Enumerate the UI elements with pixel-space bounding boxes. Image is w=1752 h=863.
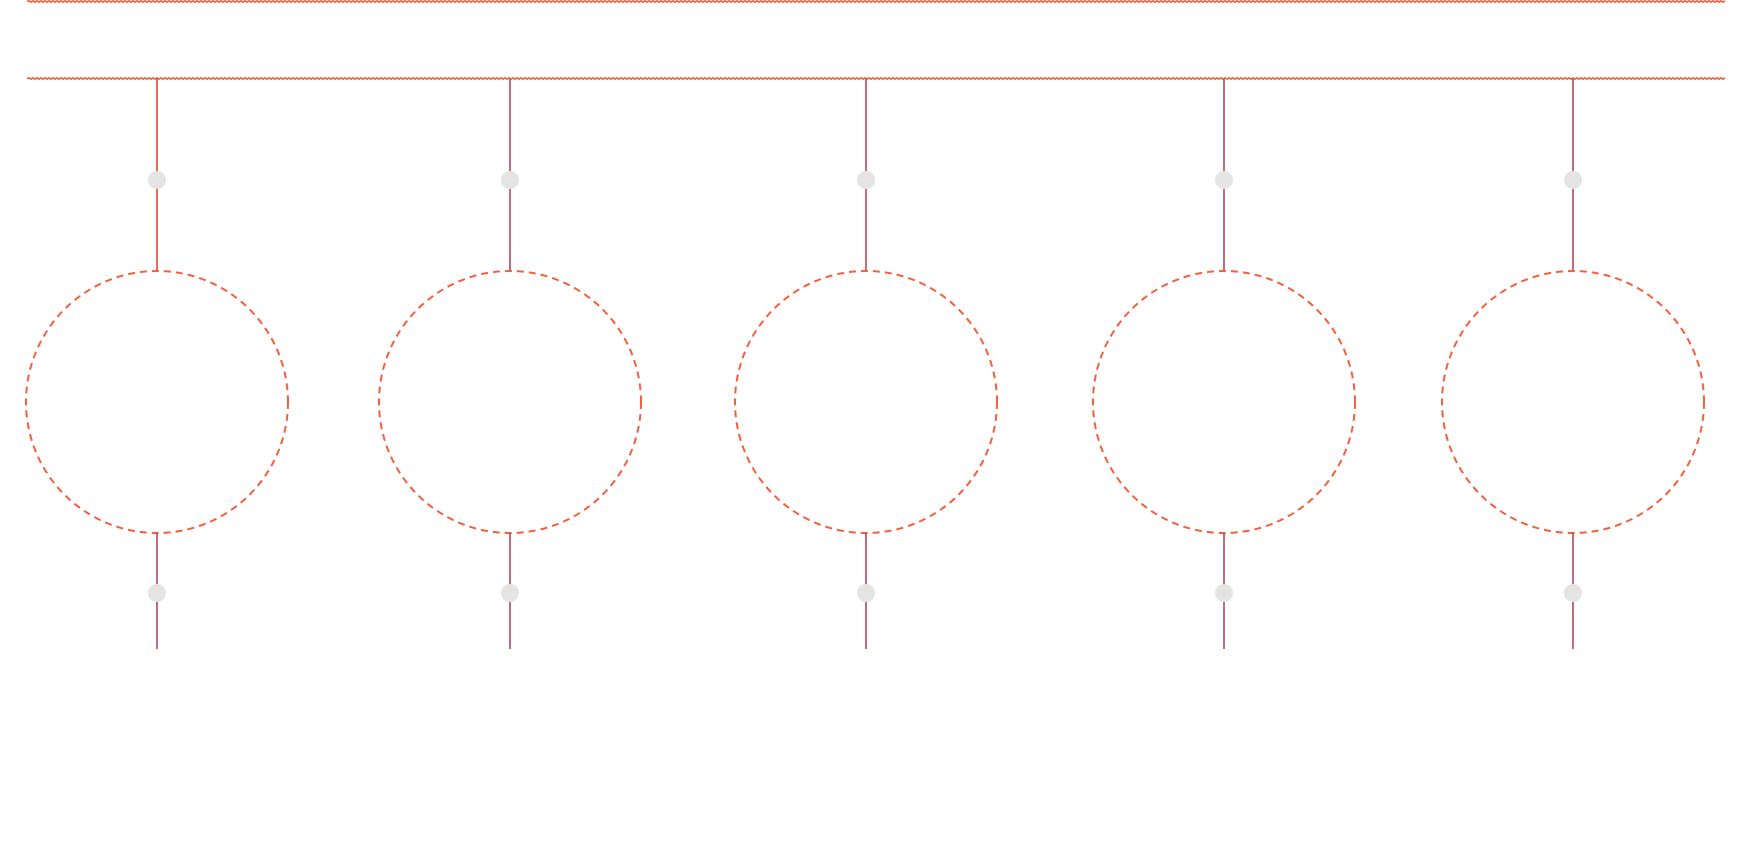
top-border-line [26,0,1726,4]
upper-dot [857,171,875,189]
upper-dot [148,171,166,189]
timeline-node-2 [378,79,642,649]
node-circle [1441,270,1705,534]
node-circle [378,270,642,534]
node-circle [734,270,998,534]
lower-dot [148,584,166,602]
timeline-node-3 [734,79,998,649]
upper-dot [501,171,519,189]
main-rail-line [26,76,1726,81]
timeline-node-5 [1441,79,1705,649]
lower-dot [857,584,875,602]
upper-dot [1564,171,1582,189]
lower-dot [1564,584,1582,602]
lower-dot [501,584,519,602]
upper-dot [1215,171,1233,189]
lower-dot [1215,584,1233,602]
node-circle [25,270,289,534]
timeline-node-1 [25,79,289,649]
node-circle [1092,270,1356,534]
nodes-layer [25,79,1705,649]
timeline-node-4 [1092,79,1356,649]
